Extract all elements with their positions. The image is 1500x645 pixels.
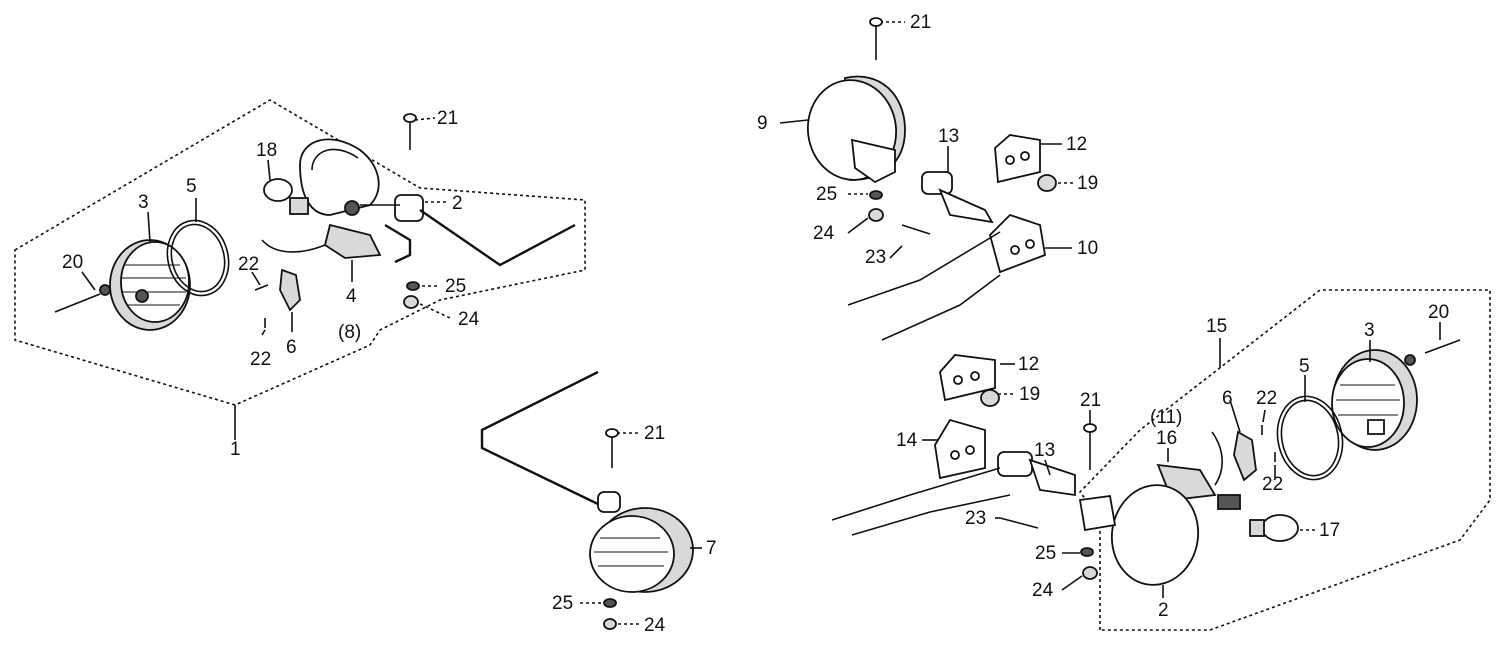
callout-23b: 23: [965, 508, 986, 529]
nut-part-24c: [603, 618, 617, 630]
callout-25d: 25: [1035, 543, 1056, 564]
screw-part-20a: [54, 284, 111, 313]
callout-15: 15: [1206, 316, 1227, 337]
callout-21b: 21: [910, 12, 931, 33]
socket-part-4: [261, 200, 382, 259]
bolt-part-23a: [901, 224, 931, 235]
assembly-1-outline: [14, 99, 586, 440]
leaders-group-2: [779, 21, 1073, 259]
callout-24b: 24: [813, 223, 835, 244]
callout-22d: 22: [1262, 474, 1283, 495]
stay-part-13b: [997, 451, 1076, 497]
callout-2a: 2: [452, 193, 463, 214]
bracket-part-6a: [279, 268, 301, 312]
callout-5a: 5: [186, 176, 197, 197]
callout-13b: 13: [1034, 440, 1055, 461]
callout-25a: 25: [445, 276, 466, 297]
bolt-part-23b: [999, 517, 1039, 529]
screw-part-20b: [1404, 339, 1461, 366]
bolt-part-21a: [403, 113, 417, 150]
lens-part-3b: [1331, 349, 1418, 451]
collar-part-19b: [980, 389, 1000, 407]
wire-assembly-7: [480, 370, 601, 507]
callout-13a: 13: [938, 126, 959, 147]
callout-10: 10: [1077, 238, 1098, 259]
callout-19b: 19: [1019, 384, 1040, 405]
wire-lead-15a: [831, 467, 1001, 521]
callout-22a: 22: [238, 254, 259, 275]
callout-21c: 21: [644, 423, 665, 444]
callout-20a: 20: [62, 252, 83, 273]
leaders-group-1: [81, 117, 451, 336]
callout-6a: 6: [286, 337, 297, 358]
wire-lead-2b: [881, 274, 1001, 341]
callout-12a: 12: [1066, 134, 1087, 155]
plate-part-12b: [939, 354, 996, 402]
wire-lead-2a: [847, 231, 1001, 306]
leaders-group-3: [580, 432, 702, 625]
callout-21a: 21: [437, 108, 458, 129]
callout-9: 9: [757, 113, 768, 134]
washer-part-25c: [603, 598, 617, 608]
gasket-part-5b: [1276, 395, 1344, 481]
callout-1: 1: [230, 439, 241, 460]
lens-part-3: [109, 239, 191, 331]
housing-part-9: [806, 75, 906, 184]
callout-24c: 24: [644, 615, 666, 636]
callout-22b: 22: [250, 349, 271, 370]
washer-part-25b: [869, 190, 883, 200]
callout-labels: 1 2 3 4 (8) 5 6 18 20 21 22 22 25 24 21 …: [62, 12, 1449, 636]
callout-21d: 21: [1080, 390, 1101, 411]
housing-part-7: [589, 491, 694, 593]
callout-6b: 6: [1222, 388, 1233, 409]
callout-16: 16: [1156, 428, 1177, 449]
callout-14: 14: [896, 430, 918, 451]
callout-24d: 24: [1032, 580, 1054, 601]
wire-lead-15b: [851, 494, 1011, 536]
bolt-part-21b: [869, 17, 883, 60]
plate-part-12a: [994, 134, 1041, 184]
callout-4: 4: [346, 286, 357, 307]
housing-part-2a: [299, 138, 424, 222]
bolt-part-21c: [605, 428, 619, 468]
washer-part-25d: [1080, 547, 1094, 557]
callout-7: 7: [706, 538, 717, 559]
wire-lead-1: [419, 209, 576, 267]
callout-11: (11): [1150, 407, 1182, 428]
callout-3b: 3: [1364, 320, 1375, 341]
callout-23a: 23: [865, 247, 886, 268]
callout-12b: 12: [1018, 354, 1039, 375]
callout-25c: 25: [552, 593, 573, 614]
bolt-part-21d: [1083, 423, 1097, 470]
nut-part-24d: [1082, 566, 1098, 580]
callout-24a: 24: [458, 309, 480, 330]
callout-22c: 22: [1256, 388, 1277, 409]
stay-part-13a: [921, 171, 994, 224]
wire-assembly-1: [384, 223, 412, 264]
callout-3a: 3: [138, 192, 149, 213]
callout-18: 18: [256, 140, 277, 161]
collar-part-19a: [1037, 174, 1057, 192]
callout-25b: 25: [816, 184, 837, 205]
plate-part-10: [988, 213, 1047, 274]
bulb-part-18: [263, 178, 309, 215]
housing-part-2b: [1078, 484, 1200, 586]
leaders-group-4: [922, 322, 1441, 598]
callout-8: (8): [338, 322, 361, 343]
callout-20b: 20: [1428, 302, 1449, 323]
callout-2b: 2: [1158, 600, 1169, 621]
screw-part-22a: [254, 284, 269, 291]
callout-5b: 5: [1299, 356, 1310, 377]
gasket-part-5: [166, 219, 230, 297]
callout-19a: 19: [1077, 173, 1098, 194]
plate-part-14: [934, 418, 986, 480]
nut-part-24b: [868, 208, 884, 222]
nut-part-24a: [403, 295, 419, 309]
washer-part-25a: [406, 281, 420, 291]
bracket-part-6b: [1233, 430, 1257, 482]
callout-17: 17: [1319, 520, 1340, 541]
bulb-part-17: [1249, 514, 1299, 542]
